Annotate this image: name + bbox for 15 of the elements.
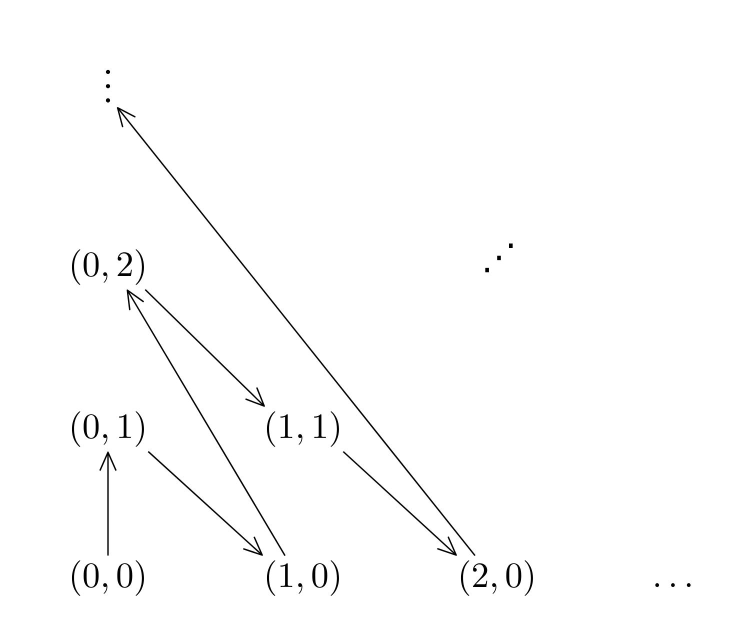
coordinate-pair: $(2,0)$: [460, 560, 533, 596]
arrow: [126, 290, 286, 556]
arrow: [116, 107, 476, 556]
diagonal-dots: ⋰: [485, 244, 513, 272]
vertical-dots: $\vdots$: [106, 70, 110, 102]
arrow: [148, 451, 263, 556]
arrow: [144, 289, 265, 407]
coordinate-pair: $(1,1)$: [266, 411, 339, 447]
horizontal-dots: $\ldots$: [655, 583, 691, 587]
coordinate-pair: $(0,1)$: [72, 411, 144, 447]
arrow: [99, 452, 117, 556]
coordinate-pair: $(1,0)$: [266, 560, 339, 596]
arrow: [342, 451, 457, 556]
coordinate-pair: $(0,2)$: [72, 249, 144, 285]
coordinate-pair: $(0,0)$: [72, 560, 144, 596]
